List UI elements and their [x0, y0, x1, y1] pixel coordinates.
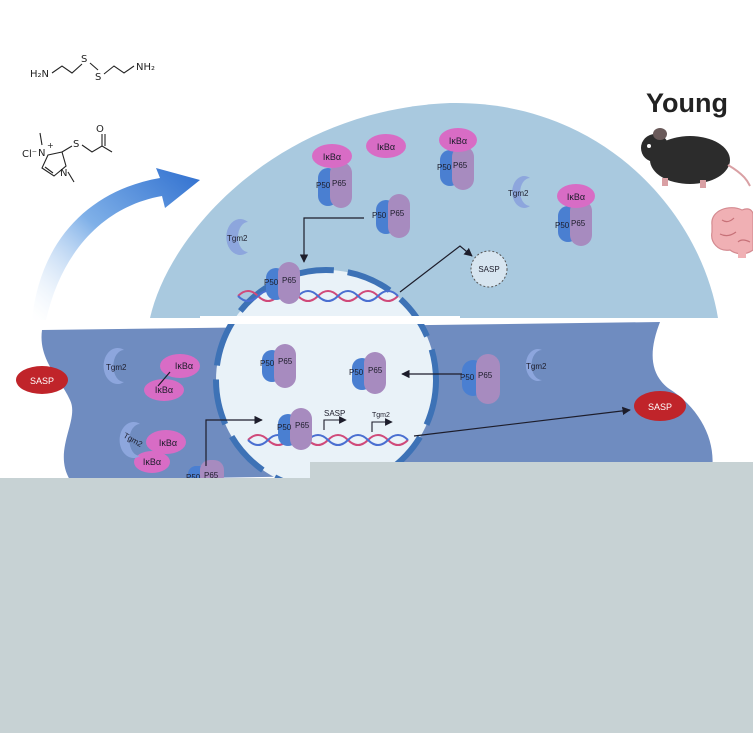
- ikba-old-2: IκBα: [144, 379, 184, 401]
- p50-label: P50: [264, 278, 279, 287]
- chem-s: S: [73, 139, 79, 150]
- tgm2-label: Tgm2: [526, 362, 547, 371]
- brain-icon: [711, 207, 753, 258]
- p65-label: P65: [282, 276, 297, 285]
- tgm2-young-right: Tgm2: [508, 176, 530, 208]
- p65-label: P65: [453, 161, 468, 170]
- tgm2-old-left: Tgm2: [103, 348, 127, 384]
- chem-plus: +: [47, 141, 54, 150]
- tgm2-label: Tgm2: [106, 363, 127, 372]
- p50-label: P50: [260, 359, 275, 368]
- ikba-p50-p65-complex-1: IκBα P50 P65: [312, 144, 352, 208]
- p50-label: P50: [372, 211, 387, 220]
- young-cell: [150, 102, 718, 318]
- sasp-label: SASP: [30, 376, 54, 386]
- p50-p65-young-nucleus: P50 P65: [264, 262, 300, 304]
- p50-p65-old-on-dna: P50 P65: [277, 408, 312, 450]
- tgm2-label: Tgm2: [508, 189, 529, 198]
- ikba-old-3: IκBα: [146, 430, 186, 454]
- sasp-label: SASP: [478, 265, 499, 274]
- tgm2-gene-label: Tgm2: [372, 412, 390, 419]
- arrow-old-entry: [205, 415, 263, 466]
- sasp-label: SASP: [648, 402, 672, 412]
- occlusion-panel: [0, 478, 753, 733]
- chem-cl: Cl⁻: [22, 149, 37, 160]
- p65-label: P65: [368, 366, 383, 375]
- p50-label: P50: [316, 181, 331, 190]
- imidazolium-structure: Cl⁻ N + S O N: [22, 124, 113, 183]
- ikba-label: IκBα: [377, 142, 395, 152]
- p50-label: P50: [186, 473, 201, 482]
- ikba-label: IκBα: [567, 192, 585, 202]
- p50-label: P50: [437, 163, 452, 172]
- divider-line: [200, 316, 460, 324]
- tgm2-young-left: Tgm2: [226, 219, 248, 255]
- chem-o: O: [96, 124, 104, 135]
- p50-p65-young-cytoplasm: P50 P65: [372, 194, 410, 238]
- tgm2-old-right: Tgm2: [525, 349, 547, 381]
- p50-label: P50: [555, 221, 570, 230]
- p65-label: P65: [204, 471, 219, 480]
- mouse-icon: [641, 128, 751, 188]
- p50-p65-old-nucleus-1: P50 P65: [260, 344, 296, 388]
- ikba-label: IκBα: [323, 152, 341, 162]
- ikba-label: IκBα: [155, 385, 173, 395]
- p50-p65-old-nucleus-2: P50 P65: [349, 352, 386, 394]
- treatment-arrow: [32, 168, 200, 320]
- chem-s2: S: [95, 72, 101, 83]
- ikba-label: IκBα: [449, 136, 467, 146]
- occlusion-panel-top: [310, 462, 753, 482]
- ikba-label: IκBα: [159, 438, 177, 448]
- nuclear-envelope: [213, 267, 439, 493]
- sasp-secreted-right: SASP: [634, 391, 686, 421]
- ikba-label: IκBα: [175, 361, 193, 371]
- tgm2-transcription-arrow: [371, 418, 393, 432]
- cysteamine-structure: H₂N S S NH₂: [30, 54, 155, 83]
- p65-label: P65: [295, 421, 310, 430]
- p50-label: P50: [460, 373, 475, 382]
- ikba-degradation-mark: [157, 371, 171, 387]
- ikba-old-1: IκBα: [160, 354, 200, 378]
- tgm2-label: Tgm2: [227, 234, 248, 243]
- sasp-secreted-left: SASP: [16, 366, 68, 394]
- arrow-sasp-secretion: [413, 406, 631, 437]
- dna-old: [247, 434, 409, 446]
- sasp-suppressed: SASP: [470, 250, 508, 288]
- p65-label: P65: [332, 179, 347, 188]
- ikba-p50-p65-complex-2: IκBα P50 P65: [437, 128, 477, 190]
- p65-label: P65: [278, 357, 293, 366]
- chem-h2n: H₂N: [30, 69, 49, 80]
- arrow-nuclear-entry: [299, 217, 364, 263]
- chem-n2: N: [60, 168, 67, 179]
- sasp-gene-label: SASP: [324, 409, 345, 418]
- p65-label: P65: [478, 371, 493, 380]
- chem-nh2: NH₂: [136, 62, 155, 73]
- sasp-transcription-arrow: [323, 416, 347, 430]
- p50-label: P50: [349, 368, 364, 377]
- chem-n1: N: [38, 148, 45, 159]
- ikba-old-4: IκBα: [134, 451, 170, 473]
- p50-label: P50: [277, 423, 292, 432]
- dna-young: [237, 290, 399, 302]
- young-label: Young: [646, 88, 728, 118]
- arrow-to-sasp: [399, 245, 473, 293]
- ikba-p50-p65-complex-3: IκBα P50 P65: [555, 184, 595, 246]
- ikba-free-top: IκBα: [366, 134, 406, 158]
- ikba-label: IκBα: [143, 457, 161, 467]
- chem-s1: S: [81, 54, 87, 65]
- p65-label: P65: [571, 219, 586, 228]
- p50-p65-old-cytoplasm: P50 P65: [460, 354, 500, 404]
- p65-label: P65: [390, 209, 405, 218]
